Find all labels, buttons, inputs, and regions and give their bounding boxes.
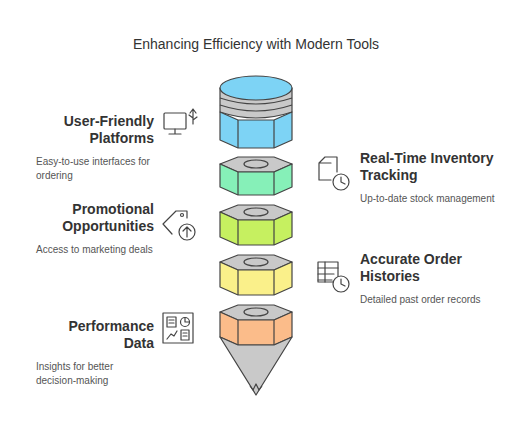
hex-hole [244, 160, 268, 168]
band-line [220, 105, 292, 111]
callout-heading: Real-Time Inventory Tracking [360, 150, 500, 184]
dashboard-icon [163, 313, 193, 343]
callout-node: Promotional OpportunitiesAccess to marke… [36, 201, 154, 257]
callout-description: Easy-to-use interfaces for ordering [36, 155, 154, 183]
callout-node: Accurate Order HistoriesDetailed past or… [360, 251, 500, 307]
cylinder-top [220, 76, 292, 100]
hex-hole [244, 258, 268, 266]
edge-line [238, 120, 274, 148]
blue-segment [220, 112, 292, 148]
edge-line [238, 172, 274, 195]
callout-heading: Accurate Order Histories [360, 251, 500, 285]
callout-description: Detailed past order records [360, 293, 500, 307]
callout-heading: Performance Data [36, 318, 154, 352]
tag-icon [163, 211, 195, 240]
edge-line [238, 270, 274, 295]
diagram-title: Enhancing Efficiency with Modern Tools [0, 36, 512, 52]
callout-heading: Promotional Opportunities [36, 201, 154, 235]
hex-hole [244, 208, 268, 216]
edge-line [238, 320, 274, 345]
callout-description: Insights for better decision-making [36, 360, 154, 388]
orange-segment [220, 312, 292, 345]
cone-tip [220, 337, 292, 395]
yellow-segment [220, 262, 292, 295]
hex-hole [244, 308, 268, 316]
callout-node: Real-Time Inventory TrackingUp-to-date s… [360, 150, 500, 206]
monitor-icon [164, 109, 197, 134]
callout-node: User-Friendly PlatformsEasy-to-use inter… [36, 113, 154, 183]
tip-notch [250, 384, 262, 390]
edge-line [238, 220, 274, 245]
table-icon [318, 262, 349, 292]
inventory-icon [319, 157, 349, 190]
lime-segment [220, 212, 292, 245]
callout-heading: User-Friendly Platforms [36, 113, 154, 147]
callout-description: Up-to-date stock management [360, 192, 500, 206]
green-segment [220, 164, 292, 195]
callout-description: Access to marketing deals [36, 243, 154, 257]
callout-node: Performance DataInsights for better deci… [36, 318, 154, 388]
